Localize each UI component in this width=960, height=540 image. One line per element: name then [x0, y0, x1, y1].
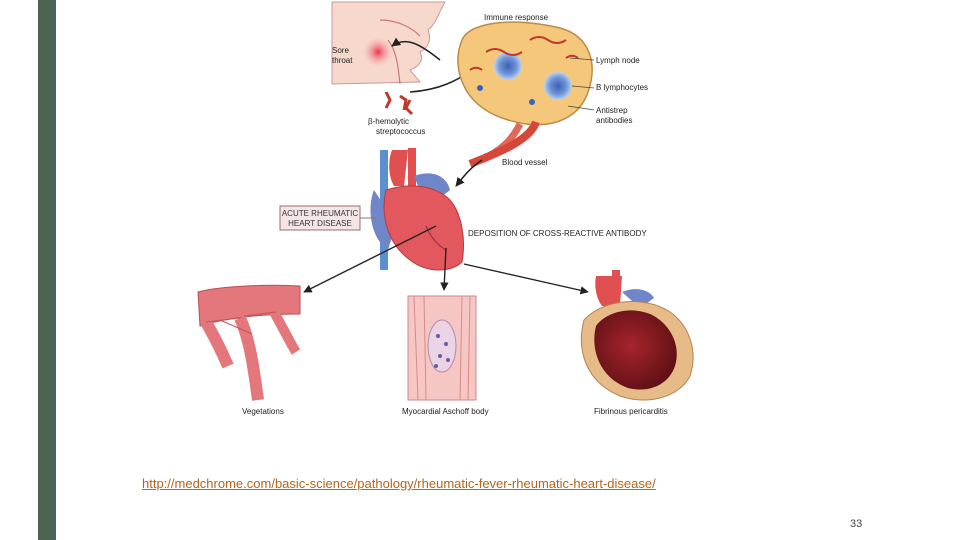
svg-text:Vegetations: Vegetations — [242, 407, 284, 416]
svg-text:Lymph node: Lymph node — [596, 56, 640, 65]
svg-text:throat: throat — [332, 56, 353, 65]
lymph-node — [457, 21, 593, 164]
svg-text:antibodies: antibodies — [596, 116, 632, 125]
arrow-to-heart — [455, 159, 483, 187]
central-heart — [370, 148, 464, 271]
svg-text:streptococcus: streptococcus — [376, 127, 425, 136]
pericarditis-heart — [580, 270, 694, 401]
b-lymphocyte-2 — [544, 72, 572, 100]
svg-text:ACUTE RHEUMATIC: ACUTE RHEUMATIC — [282, 209, 359, 218]
valve-vegetations — [197, 284, 301, 401]
svg-text:DEPOSITION OF CROSS-REACTIVE A: DEPOSITION OF CROSS-REACTIVE ANTIBODY — [468, 229, 647, 238]
acute-rheumatic-box — [279, 205, 361, 231]
svg-text:Antistrep: Antistrep — [596, 106, 628, 115]
head-profile — [331, 1, 446, 85]
streptococcus-chains — [384, 91, 414, 116]
source-link[interactable]: http://medchrome.com/basic-science/patho… — [142, 476, 656, 491]
arrow-to-pericarditis — [463, 263, 589, 295]
arrow-to-throat — [391, 37, 441, 61]
arrow-to-vegetations — [303, 225, 437, 293]
svg-text:B lymphocytes: B lymphocytes — [596, 83, 648, 92]
svg-text:Blood vessel: Blood vessel — [502, 158, 548, 167]
arrow-to-aschoff — [440, 247, 449, 291]
blood-vessel — [468, 120, 540, 168]
b-lymphocyte-1 — [494, 52, 522, 80]
sidebar-accent-bar — [38, 0, 56, 540]
svg-text:Fibrinous pericarditis: Fibrinous pericarditis — [594, 407, 668, 416]
svg-text:β-hemolytic: β-hemolytic — [368, 117, 409, 126]
aschoff-body-tissue — [407, 295, 477, 401]
svg-text:Sore: Sore — [332, 46, 349, 55]
svg-text:Immune response: Immune response — [484, 13, 549, 22]
svg-text:Myocardial Aschoff body: Myocardial Aschoff body — [402, 407, 489, 416]
page-number: 33 — [850, 518, 863, 530]
svg-text:HEART DISEASE: HEART DISEASE — [288, 219, 352, 228]
